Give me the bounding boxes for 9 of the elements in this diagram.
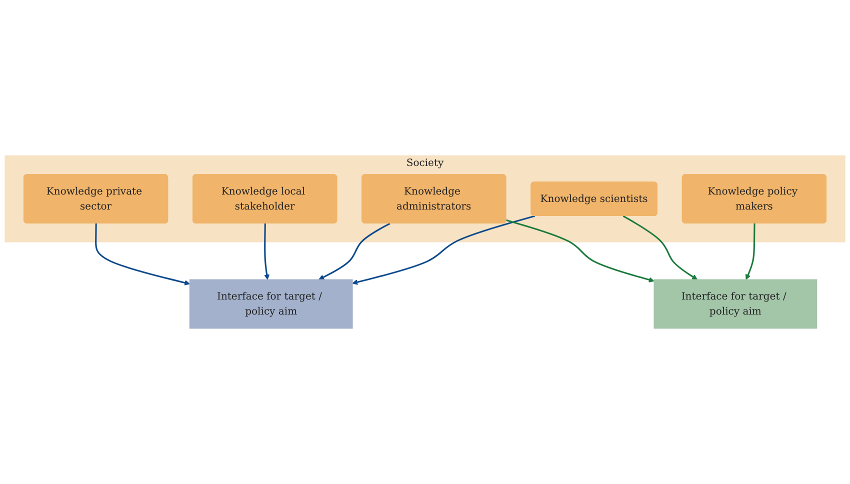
arrow [622, 215, 698, 280]
node-box: Interface for target / policy aim [654, 279, 818, 329]
arrow [352, 215, 536, 285]
arrow [318, 222, 390, 280]
node-box: Interface for target / policy aim [189, 279, 353, 329]
arrow [746, 224, 756, 280]
arrow [95, 224, 190, 286]
arrow [506, 219, 654, 282]
arrow [264, 224, 270, 280]
